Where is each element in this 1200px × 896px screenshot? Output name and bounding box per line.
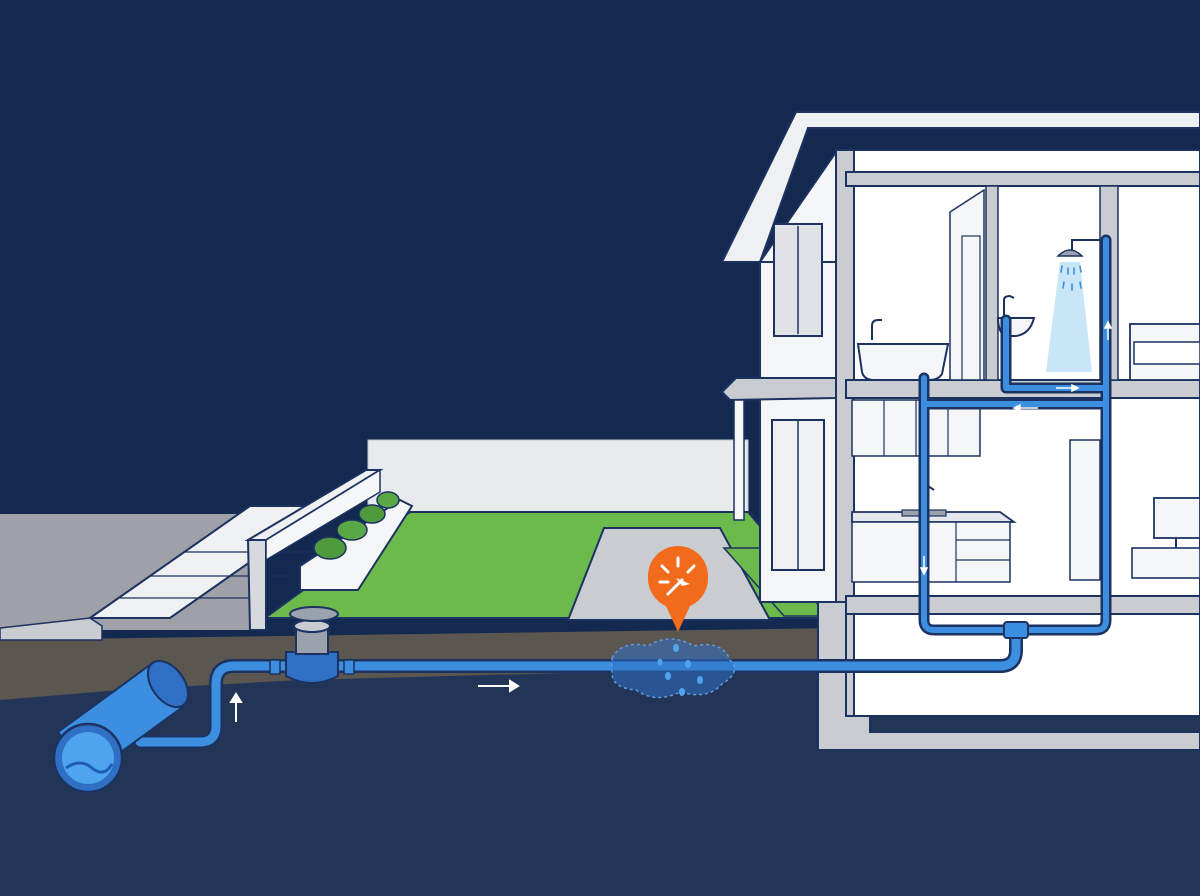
kitchen-counter bbox=[851, 484, 1017, 583]
garden-wall-face bbox=[265, 468, 381, 562]
pipe-tee bbox=[1003, 621, 1029, 639]
back-fence bbox=[367, 439, 749, 515]
shower-icon bbox=[1056, 249, 1084, 257]
faucet-icon bbox=[1003, 294, 1015, 316]
leak-puddle bbox=[611, 638, 736, 699]
supply-pipe-system bbox=[133, 234, 1112, 749]
water-main bbox=[52, 659, 190, 794]
shower-drops bbox=[1060, 265, 1082, 291]
foundation bbox=[817, 601, 1200, 751]
pipe-flow-arrows bbox=[919, 320, 1113, 576]
doorway bbox=[1069, 439, 1101, 581]
flow-arrow-icon bbox=[919, 556, 929, 576]
interior-wall bbox=[985, 185, 999, 381]
door-frame bbox=[961, 235, 981, 381]
flow-arrows bbox=[229, 679, 940, 722]
flow-arrow-icon bbox=[1012, 403, 1038, 413]
garden-wall-front bbox=[246, 539, 267, 631]
porch-post bbox=[733, 399, 745, 521]
bed bbox=[1129, 323, 1200, 381]
shower-spray bbox=[1046, 262, 1092, 372]
attic-slab bbox=[845, 171, 1200, 187]
flow-arrow-icon bbox=[478, 679, 520, 693]
meter-box-lid bbox=[289, 606, 339, 622]
flow-arrow-icon bbox=[1103, 320, 1113, 340]
flow-arrow-icon bbox=[1056, 383, 1080, 393]
porch-awning bbox=[720, 377, 837, 402]
service-line-fill bbox=[135, 625, 1021, 747]
ground-floor-slab bbox=[845, 595, 1200, 615]
tv-stand bbox=[1131, 497, 1200, 579]
bathroom-door bbox=[949, 188, 985, 381]
faucet-icon bbox=[871, 319, 882, 340]
bathtub bbox=[856, 319, 950, 381]
water-meter-icon bbox=[269, 619, 355, 684]
shrubs bbox=[313, 491, 400, 560]
flow-arrow-icon bbox=[900, 679, 940, 693]
shower bbox=[1046, 239, 1104, 372]
leak-alert-icon bbox=[648, 546, 709, 632]
curb bbox=[0, 617, 103, 641]
flow-arrow-icon bbox=[229, 692, 243, 722]
